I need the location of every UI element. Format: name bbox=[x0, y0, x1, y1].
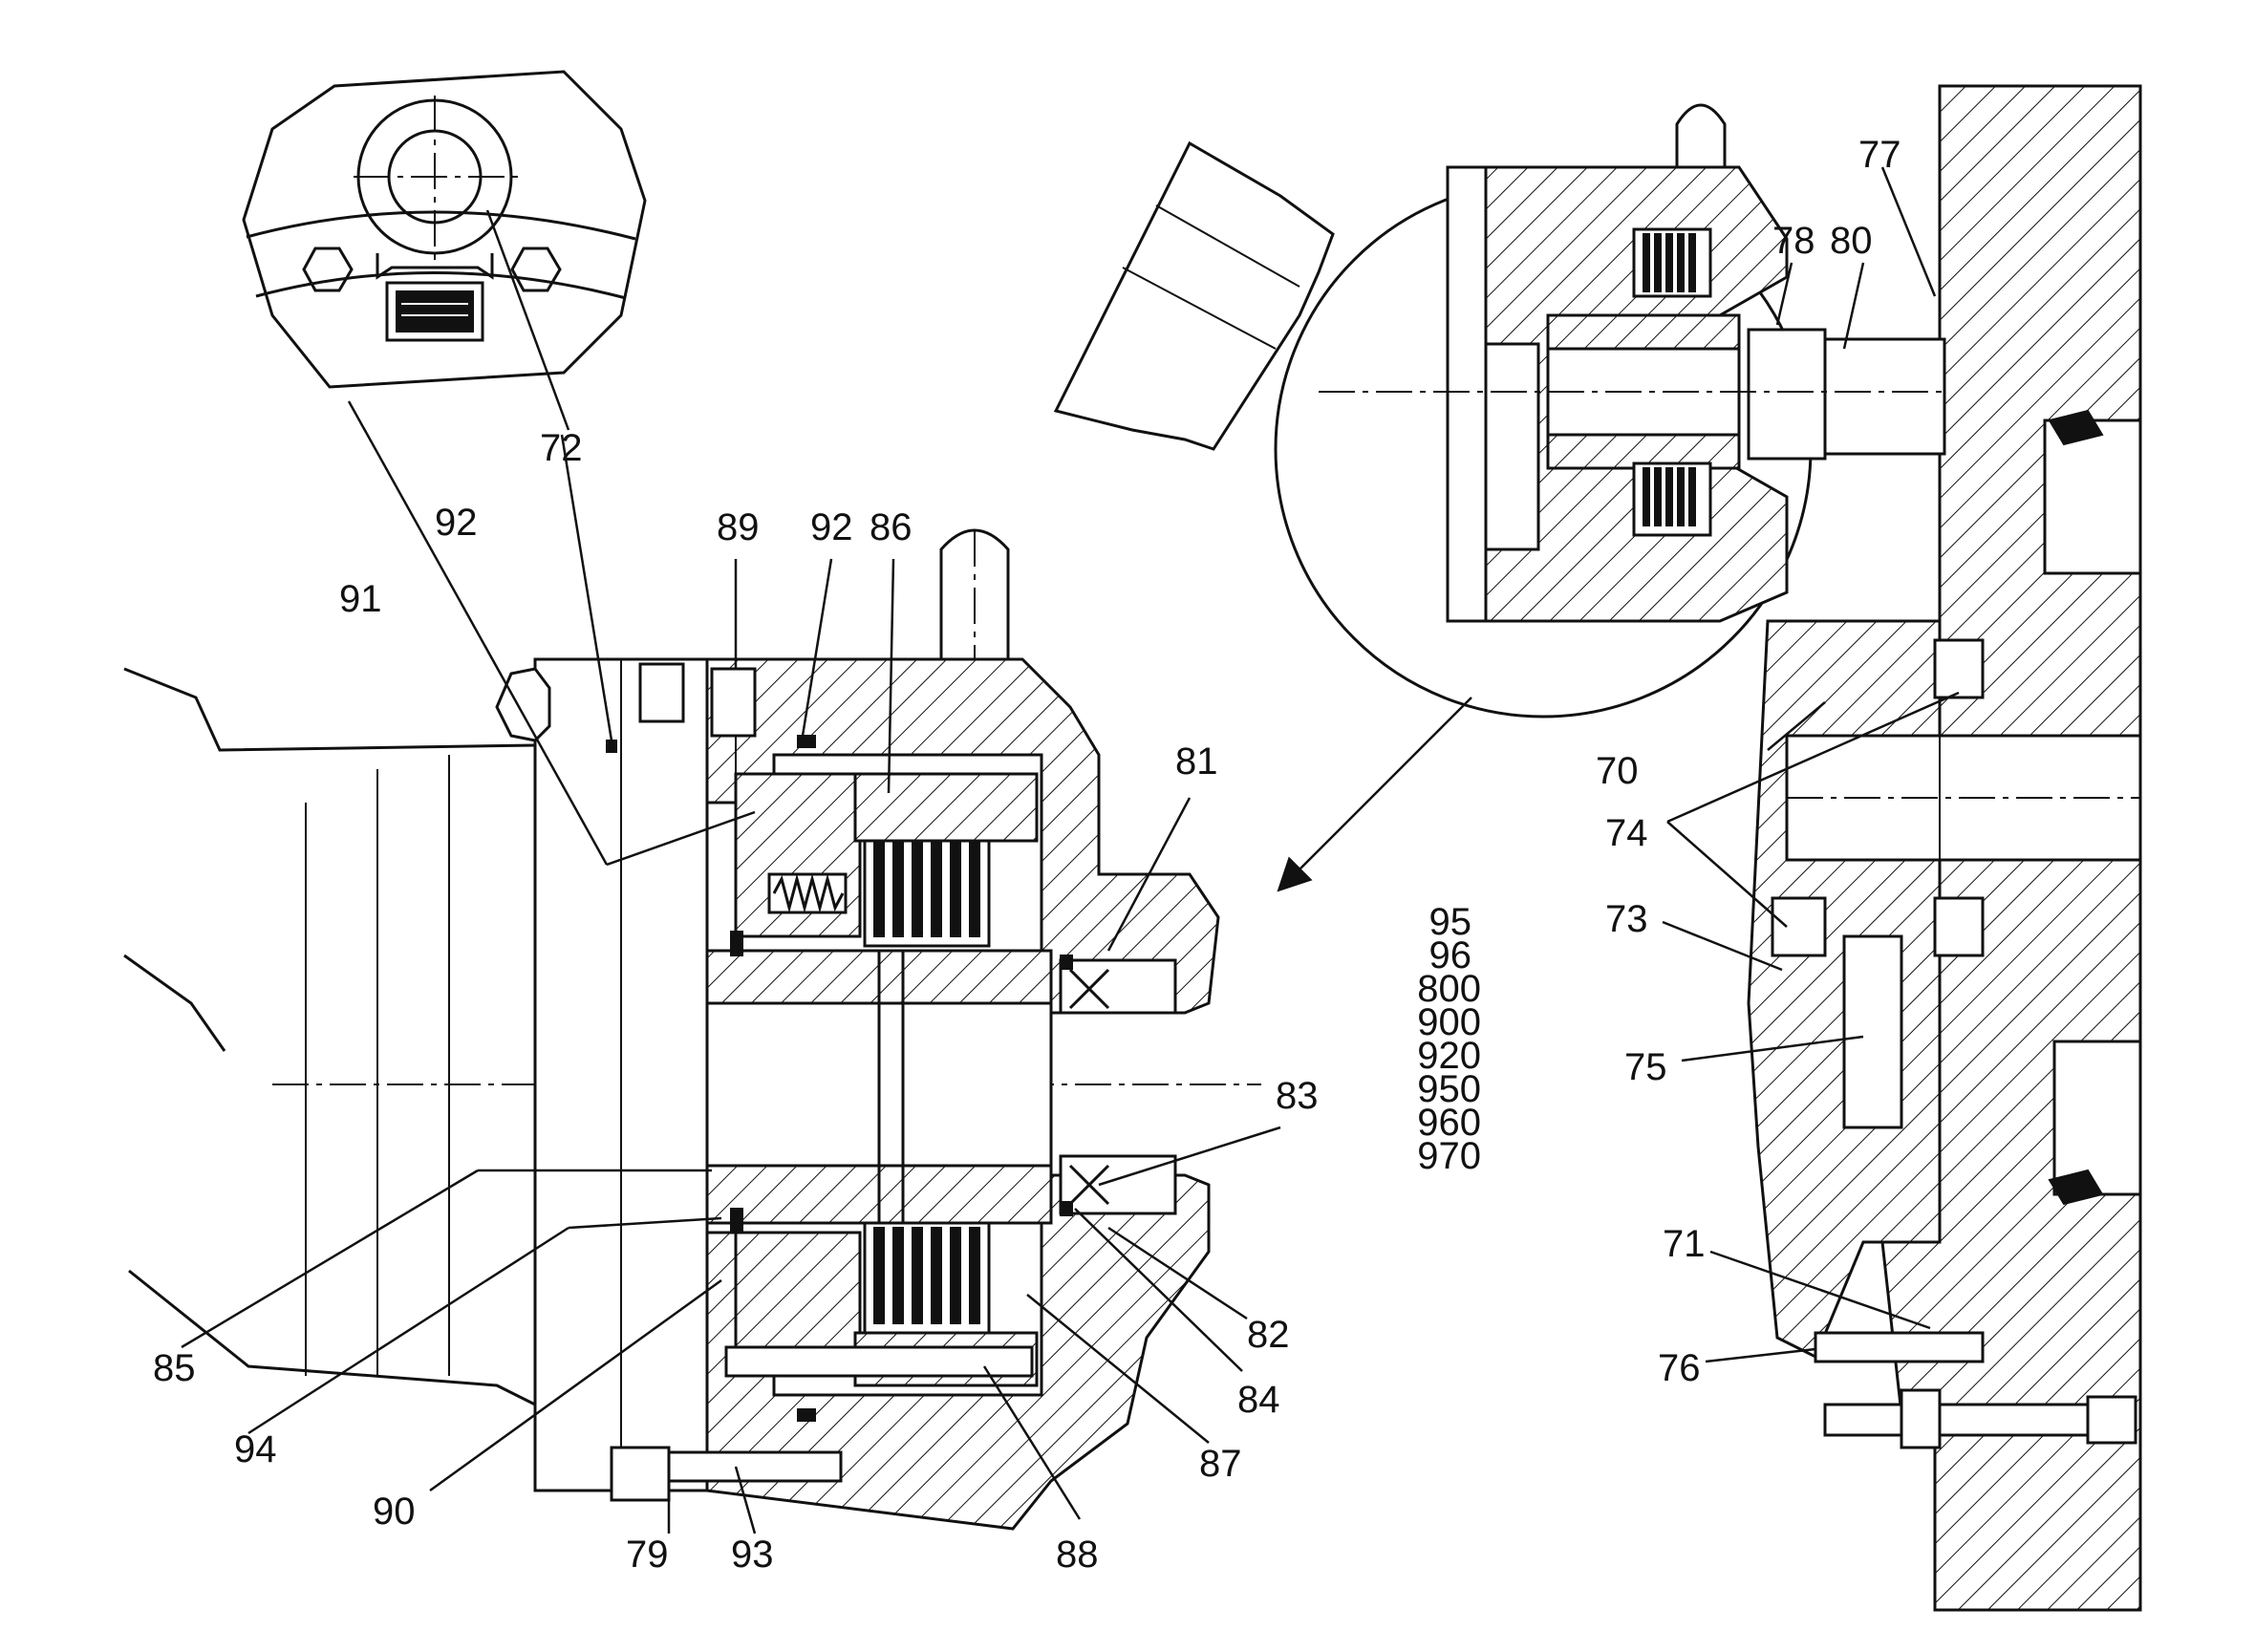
parts-list-item: 800 bbox=[1417, 968, 1481, 1010]
callout-89: 89 bbox=[717, 506, 760, 548]
callout-70: 70 bbox=[1596, 750, 1639, 792]
callout-79: 79 bbox=[626, 1534, 669, 1576]
disc-pack-lower bbox=[873, 1227, 980, 1324]
callout-83: 83 bbox=[1276, 1075, 1319, 1117]
callout-87: 87 bbox=[1199, 1443, 1242, 1485]
callout-75: 75 bbox=[1624, 1046, 1667, 1088]
parts-list: 95 96 800 900 920 950 960 970 bbox=[1417, 901, 1481, 1177]
parts-list-item: 970 bbox=[1417, 1135, 1481, 1177]
callout-82: 82 bbox=[1247, 1314, 1290, 1356]
callout-74: 74 bbox=[1605, 812, 1648, 854]
callout-93: 93 bbox=[731, 1534, 774, 1576]
parts-list-item: 920 bbox=[1417, 1035, 1481, 1077]
callout-88: 88 bbox=[1056, 1534, 1099, 1576]
callout-92-left: 92 bbox=[435, 502, 478, 544]
callout-85: 85 bbox=[153, 1347, 196, 1389]
gearbox-section-view bbox=[1053, 84, 2142, 1612]
parts-list-item: 900 bbox=[1417, 1001, 1481, 1043]
callout-leaders bbox=[181, 166, 1960, 1534]
callout-labels: 72 92 89 92 86 91 81 83 82 84 87 88 85 9… bbox=[153, 134, 1901, 1576]
callout-71: 71 bbox=[1663, 1223, 1706, 1265]
callout-80: 80 bbox=[1830, 220, 1873, 262]
disc-pack-upper bbox=[873, 840, 980, 937]
callout-84: 84 bbox=[1237, 1379, 1280, 1421]
callout-92-right: 92 bbox=[810, 506, 853, 548]
callout-73: 73 bbox=[1605, 898, 1648, 940]
clutch-section-view bbox=[123, 528, 1261, 1531]
callout-81: 81 bbox=[1175, 740, 1218, 783]
callout-77: 77 bbox=[1858, 134, 1901, 176]
parts-list-item: 960 bbox=[1417, 1102, 1481, 1144]
detail-circle-content bbox=[1319, 165, 1949, 623]
callout-91: 91 bbox=[339, 578, 382, 620]
callout-94: 94 bbox=[234, 1428, 277, 1470]
parts-list-item: 950 bbox=[1417, 1068, 1481, 1110]
callout-86: 86 bbox=[870, 506, 913, 548]
parts-list-item: 95 bbox=[1429, 901, 1472, 943]
callout-76: 76 bbox=[1658, 1347, 1701, 1389]
callout-72: 72 bbox=[540, 427, 583, 469]
callout-78: 78 bbox=[1772, 220, 1815, 262]
callout-90: 90 bbox=[373, 1491, 416, 1533]
nameplate-detail bbox=[242, 70, 647, 389]
parts-list-item: 96 bbox=[1429, 934, 1472, 976]
